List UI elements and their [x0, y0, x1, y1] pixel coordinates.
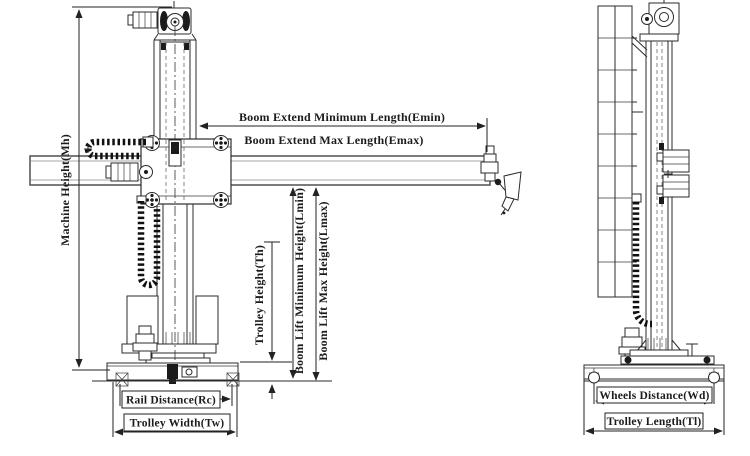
machine-height-label: Machine Height(Mh): [58, 134, 72, 246]
dimension-boom-lift-min: Boom Lift Minimum Height(Lmin): [289, 187, 306, 379]
roller: [213, 192, 229, 208]
trolley-height-label: Trolley Height(Th): [252, 245, 266, 345]
dimension-machine-height: Machine Height(Mh): [58, 6, 172, 371]
dimension-trolley-width: Trolley Width(Tw): [112, 382, 238, 437]
dimension-rail-distance: Rail Distance(Rc): [119, 384, 233, 409]
boom-lift-min-label: Boom Lift Minimum Height(Lmin): [292, 188, 306, 374]
ladder: [597, 5, 648, 298]
rail-distance-label: Rail Distance(Rc): [126, 395, 216, 407]
carriage-front: [105, 26, 232, 362]
cable-chain-upper: [84, 136, 154, 160]
boom-extend-min-label: Boom Extend Minimum Length(Emin): [239, 110, 445, 124]
dimension-trolley-height: Trolley Height(Th): [240, 241, 292, 399]
trolley-front: [92, 362, 332, 387]
trolley-drive-motor-front: [132, 325, 158, 361]
cable-chain-lower: [136, 195, 161, 289]
trolley-side: [583, 364, 725, 384]
welding-torch: [480, 145, 522, 216]
trolley-length-label: Trolley Length(Tl): [607, 416, 702, 428]
wheel-front-left: [115, 372, 129, 387]
boom: [29, 155, 491, 186]
wheels-distance-label: Wheels Distance(Wd): [599, 390, 709, 402]
boom-lift-max-label: Boom Lift Max Height(Lmax): [316, 201, 330, 361]
column-top-drive: [127, 1, 192, 35]
wheel-side-right: [708, 371, 720, 384]
dimension-boom-extend-max: Boom Extend Max Length(Emax): [244, 133, 423, 147]
cable-chain-side: [631, 193, 652, 328]
carriage-side: [656, 143, 690, 204]
boom-extend-max-label: Boom Extend Max Length(Emax): [244, 133, 423, 147]
dimension-trolley-length: Trolley Length(Tl): [583, 381, 725, 435]
dimension-wheels-distance: Wheels Distance(Wd): [593, 383, 715, 405]
column-base-side: [620, 338, 715, 365]
roller: [213, 135, 229, 151]
dimension-boom-extend-min: Boom Extend Minimum Length(Emin): [199, 110, 488, 152]
dimension-boom-lift-max: Boom Lift Max Height(Lmax): [312, 187, 330, 381]
side-view: [583, 0, 725, 384]
wheel-side-left: [588, 371, 600, 384]
roller: [144, 192, 160, 208]
trolley-width-label: Trolley Width(Tw): [130, 418, 225, 430]
carriage-motor: [105, 162, 153, 182]
column-top-drive-side: [641, 0, 680, 35]
front-view: [29, 1, 522, 387]
